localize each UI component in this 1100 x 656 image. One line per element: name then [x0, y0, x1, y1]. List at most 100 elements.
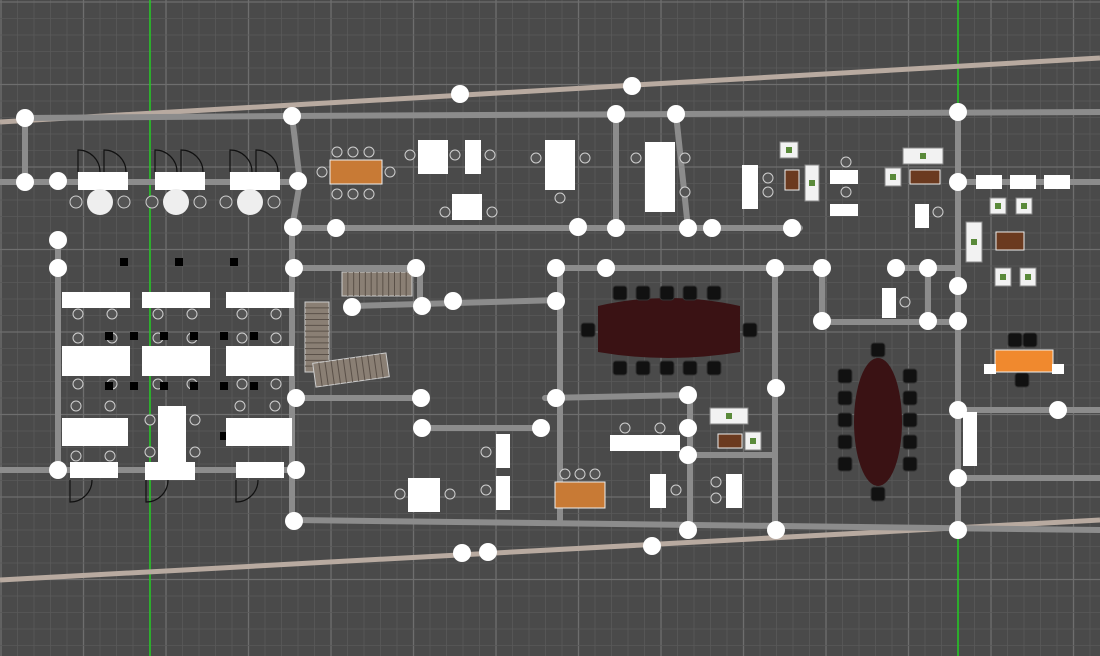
- desk[interactable]: [226, 292, 294, 308]
- meeting-chair[interactable]: [837, 390, 853, 406]
- meeting-chair[interactable]: [1007, 332, 1023, 348]
- wall-node-handle[interactable]: [287, 389, 305, 407]
- wall-node-handle[interactable]: [597, 259, 615, 277]
- office-chair[interactable]: [394, 488, 406, 500]
- wall-node-handle[interactable]: [16, 173, 34, 191]
- wall-nodes-layer[interactable]: [16, 77, 1067, 562]
- wall-node-handle[interactable]: [679, 419, 697, 437]
- office-chair[interactable]: [331, 188, 343, 200]
- interior-wall[interactable]: [673, 111, 691, 231]
- meeting-chair[interactable]: [837, 434, 853, 450]
- door-swing[interactable]: [180, 149, 204, 173]
- wall-node-handle[interactable]: [49, 461, 67, 479]
- office-chair[interactable]: [444, 488, 456, 500]
- desk[interactable]: [830, 204, 858, 216]
- meeting-chair[interactable]: [837, 412, 853, 428]
- desk[interactable]: [465, 140, 481, 174]
- office-chair[interactable]: [486, 206, 498, 218]
- furniture-layer[interactable]: [62, 140, 1070, 512]
- interior-wall[interactable]: [542, 392, 693, 401]
- meeting-chair[interactable]: [706, 285, 722, 301]
- office-chair[interactable]: [270, 308, 282, 320]
- round-table[interactable]: [163, 189, 189, 215]
- office-chair[interactable]: [236, 332, 248, 344]
- meeting-chair[interactable]: [612, 285, 628, 301]
- door-swing[interactable]: [77, 149, 101, 173]
- office-chair[interactable]: [484, 149, 496, 161]
- office-chair[interactable]: [840, 156, 852, 168]
- wooden-table[interactable]: [784, 169, 800, 191]
- office-chair[interactable]: [70, 400, 82, 412]
- meeting-chair[interactable]: [837, 368, 853, 384]
- office-chair[interactable]: [840, 186, 852, 198]
- meeting-chair[interactable]: [1014, 372, 1030, 388]
- desk[interactable]: [78, 172, 128, 190]
- wall-node-handle[interactable]: [949, 103, 967, 121]
- office-chair[interactable]: [574, 468, 586, 480]
- desk[interactable]: [62, 418, 128, 446]
- desk[interactable]: [62, 346, 130, 376]
- office-chair[interactable]: [236, 378, 248, 390]
- office-chair[interactable]: [219, 195, 233, 209]
- desk[interactable]: [830, 170, 858, 184]
- desk[interactable]: [1010, 175, 1036, 189]
- meeting-chair[interactable]: [580, 322, 596, 338]
- desk[interactable]: [496, 476, 510, 510]
- wall-node-handle[interactable]: [343, 298, 361, 316]
- office-chair[interactable]: [316, 166, 328, 178]
- door-swing[interactable]: [229, 149, 253, 173]
- office-chair[interactable]: [331, 146, 343, 158]
- office-chair[interactable]: [69, 195, 83, 209]
- wall-node-handle[interactable]: [289, 172, 307, 190]
- wall-node-handle[interactable]: [407, 259, 425, 277]
- office-chair[interactable]: [679, 186, 691, 198]
- wall-node-handle[interactable]: [49, 231, 67, 249]
- wall-node-handle[interactable]: [949, 173, 967, 191]
- wall-node-handle[interactable]: [607, 219, 625, 237]
- wall-node-handle[interactable]: [679, 521, 697, 539]
- wooden-table[interactable]: [329, 159, 383, 185]
- wall-node-handle[interactable]: [679, 386, 697, 404]
- meeting-chair[interactable]: [659, 285, 675, 301]
- desk[interactable]: [70, 462, 118, 478]
- desk[interactable]: [610, 435, 680, 451]
- wall-node-handle[interactable]: [532, 419, 550, 437]
- wooden-table[interactable]: [554, 481, 606, 509]
- office-chair[interactable]: [189, 446, 201, 458]
- office-chair[interactable]: [363, 188, 375, 200]
- office-chair[interactable]: [530, 152, 542, 164]
- meeting-chair[interactable]: [635, 360, 651, 376]
- office-chair[interactable]: [152, 308, 164, 320]
- interior-wall[interactable]: [289, 113, 303, 185]
- office-chair[interactable]: [72, 378, 84, 390]
- wooden-table[interactable]: [995, 231, 1025, 251]
- wall-node-handle[interactable]: [949, 277, 967, 295]
- wall-node-handle[interactable]: [813, 259, 831, 277]
- wall-node-handle[interactable]: [643, 537, 661, 555]
- desk[interactable]: [142, 346, 210, 376]
- outer-wall-top[interactable]: [0, 55, 1100, 125]
- desk[interactable]: [236, 462, 284, 478]
- desk[interactable]: [408, 478, 440, 512]
- desk[interactable]: [645, 142, 675, 212]
- meeting-chair[interactable]: [870, 342, 886, 358]
- office-chair[interactable]: [144, 446, 156, 458]
- desk[interactable]: [976, 175, 1002, 189]
- wall-node-handle[interactable]: [949, 401, 967, 419]
- office-chair[interactable]: [234, 400, 246, 412]
- wooden-table[interactable]: [994, 349, 1054, 373]
- wall-node-handle[interactable]: [703, 219, 721, 237]
- desk[interactable]: [452, 194, 482, 220]
- round-table[interactable]: [87, 189, 113, 215]
- wall-node-handle[interactable]: [16, 109, 34, 127]
- meeting-chair[interactable]: [682, 285, 698, 301]
- desk[interactable]: [915, 204, 929, 228]
- desk[interactable]: [545, 140, 575, 190]
- meeting-chair[interactable]: [902, 456, 918, 472]
- round-table[interactable]: [237, 189, 263, 215]
- wall-node-handle[interactable]: [623, 77, 641, 95]
- staircase[interactable]: [341, 271, 413, 297]
- wall-node-handle[interactable]: [284, 218, 302, 236]
- wooden-table[interactable]: [717, 433, 743, 449]
- wall-node-handle[interactable]: [287, 461, 305, 479]
